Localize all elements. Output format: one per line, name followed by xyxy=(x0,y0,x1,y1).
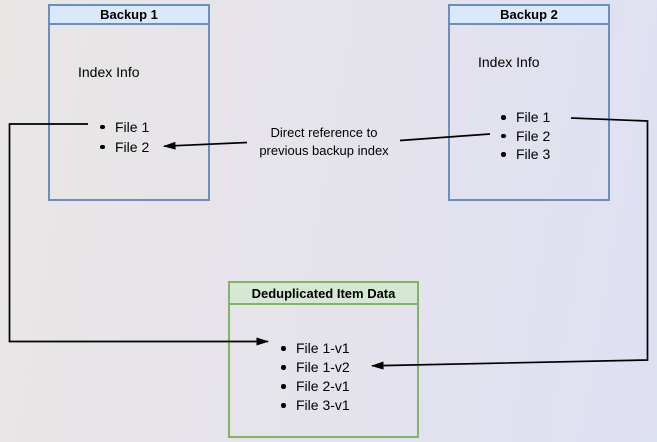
list-item: File 1-v1 xyxy=(280,339,350,358)
list-item: File 1 xyxy=(99,117,149,137)
list-item: File 2 xyxy=(500,127,550,146)
node-backup2-header: Backup 2 xyxy=(450,6,608,25)
list-item: File 1-v2 xyxy=(280,358,350,377)
node-dedup-header: Deduplicated Item Data xyxy=(230,283,417,305)
node-backup1-header: Backup 1 xyxy=(50,6,208,25)
node-backup2-title: Backup 2 xyxy=(500,7,558,22)
edge-label-line1: Direct reference to xyxy=(270,125,378,140)
node-backup1-title: Backup 1 xyxy=(100,7,158,22)
list-item: File 2-v1 xyxy=(280,377,350,396)
node-backup2-subtitle: Index Info xyxy=(478,54,540,70)
list-item: File 2 xyxy=(99,137,149,157)
list-item: File 1 xyxy=(500,108,550,127)
list-item: File 3 xyxy=(500,145,550,164)
node-dedup-title: Deduplicated Item Data xyxy=(251,285,396,301)
edge-label-direct-reference: Direct reference to previous backup inde… xyxy=(238,124,410,160)
node-backup1-subtitle: Index Info xyxy=(78,64,140,80)
edge-label-line2: previous backup index xyxy=(259,143,389,158)
list-item: File 3-v1 xyxy=(280,396,350,415)
